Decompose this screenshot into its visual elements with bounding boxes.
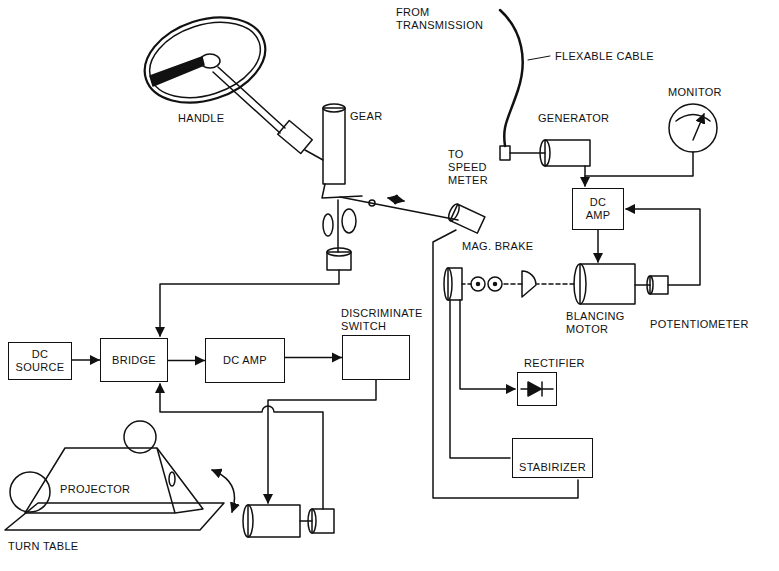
- projector-outline: [25, 445, 205, 515]
- projector-lens: [169, 472, 175, 486]
- box-label: DC AMP: [581, 196, 615, 222]
- shaft: [300, 520, 312, 522]
- magnetic-brake: [446, 202, 484, 233]
- motion-arrow: [388, 198, 404, 201]
- projector-housing: [25, 448, 203, 513]
- pulley-center: [477, 283, 480, 286]
- amplifier-box: DC AMP: [572, 188, 624, 230]
- part-label: MAG. BRAKE: [462, 240, 533, 253]
- signal-wire: [585, 152, 693, 176]
- part-label: POTENTIOMETER: [650, 318, 749, 331]
- diode-lead: [521, 388, 528, 390]
- box-label: DC AMP: [223, 354, 267, 367]
- part-label: HANDLE: [178, 112, 224, 125]
- shaft: [537, 283, 574, 285]
- meter-needle: [693, 114, 704, 140]
- part-label: FLEXABLE CABLE: [555, 50, 654, 63]
- control-wire: [268, 380, 376, 503]
- box-label: BRIDGE: [112, 354, 156, 367]
- gear-housing: [323, 108, 345, 184]
- motor-symbol: [580, 264, 635, 304]
- meter-symbol: [669, 104, 717, 152]
- feedback-wire: [626, 209, 700, 285]
- box-heading: RECTIFIER: [524, 357, 644, 370]
- signal-arrow: [285, 357, 342, 359]
- source-box: DC SOURCE: [8, 342, 72, 380]
- box-label: PROJECTOR: [60, 483, 130, 496]
- clutch-end: [444, 268, 452, 300]
- generator-end: [540, 140, 550, 166]
- flexible-cable: [500, 10, 523, 146]
- potentiometer-end: [647, 276, 653, 294]
- box-label: DC SOURCE: [15, 348, 65, 374]
- column-joint: [278, 120, 313, 153]
- signal-wire: [160, 384, 323, 509]
- brake-rod: [340, 197, 458, 220]
- generator-symbol: [545, 140, 590, 166]
- signal-arrow: [168, 360, 205, 362]
- motor-end: [574, 264, 586, 304]
- projector-edge: [157, 448, 175, 513]
- cam-symbol: [522, 271, 536, 297]
- pulley-symbol: [471, 277, 485, 291]
- part-label: TURN TABLE: [8, 540, 78, 553]
- box-heading: DISCRIMINATE SWITCH: [341, 307, 441, 333]
- signal-wire: [597, 230, 599, 262]
- motor-end: [243, 505, 253, 537]
- gear-housing-top: [323, 104, 345, 112]
- part-label: MONITOR: [668, 86, 722, 99]
- part-label: BLANCING MOTOR: [566, 310, 632, 336]
- power-wire: [450, 300, 510, 458]
- pulley-center: [494, 283, 497, 286]
- cable-coupling: [500, 146, 510, 160]
- rotation-arrow: [212, 470, 235, 512]
- power-wire: [460, 300, 515, 389]
- gear-bracket: [322, 184, 362, 198]
- wheel-spoke: [150, 57, 204, 86]
- projector-body: PROJECTOR: [25, 445, 205, 515]
- motor-symbol: [248, 505, 300, 537]
- box-label: STABIRIZER: [519, 461, 586, 474]
- pulley-symbol: [488, 277, 502, 291]
- gear-disc: [323, 214, 333, 236]
- potentiometer-end: [308, 509, 316, 533]
- rectifier-box: RECTIFIER: [517, 372, 557, 406]
- meter-scale: [676, 115, 710, 122]
- pot-shaft: [337, 200, 339, 252]
- part-label: TO SPEED METER: [448, 148, 496, 187]
- shaft: [462, 283, 471, 285]
- signal-arrow: [72, 359, 100, 361]
- bridge-box: BRIDGE: [100, 338, 168, 382]
- part-label: GEAR: [350, 110, 382, 123]
- amplifier-box: DC AMP: [205, 338, 285, 383]
- part-label: GENERATOR: [538, 112, 609, 125]
- steering-column: [218, 67, 285, 128]
- leader-line: [528, 56, 550, 60]
- switch-box: DISCRIMINATE SWITCH: [342, 335, 410, 380]
- diode-symbol: [528, 382, 541, 396]
- signal-wire: [160, 270, 339, 336]
- part-label: FROM TRANSMISSION: [396, 6, 492, 32]
- brake-end: [446, 202, 461, 222]
- stabilizer-box: STABIRIZER: [512, 438, 593, 478]
- drawing: [5, 3, 717, 537]
- diode-lead: [542, 388, 553, 390]
- gear-link: [305, 150, 323, 160]
- gear-disc: [342, 209, 356, 233]
- rod-joint: [369, 200, 375, 206]
- turn-table: [5, 503, 224, 530]
- shaft: [503, 283, 522, 285]
- potentiometer-top: [327, 248, 351, 256]
